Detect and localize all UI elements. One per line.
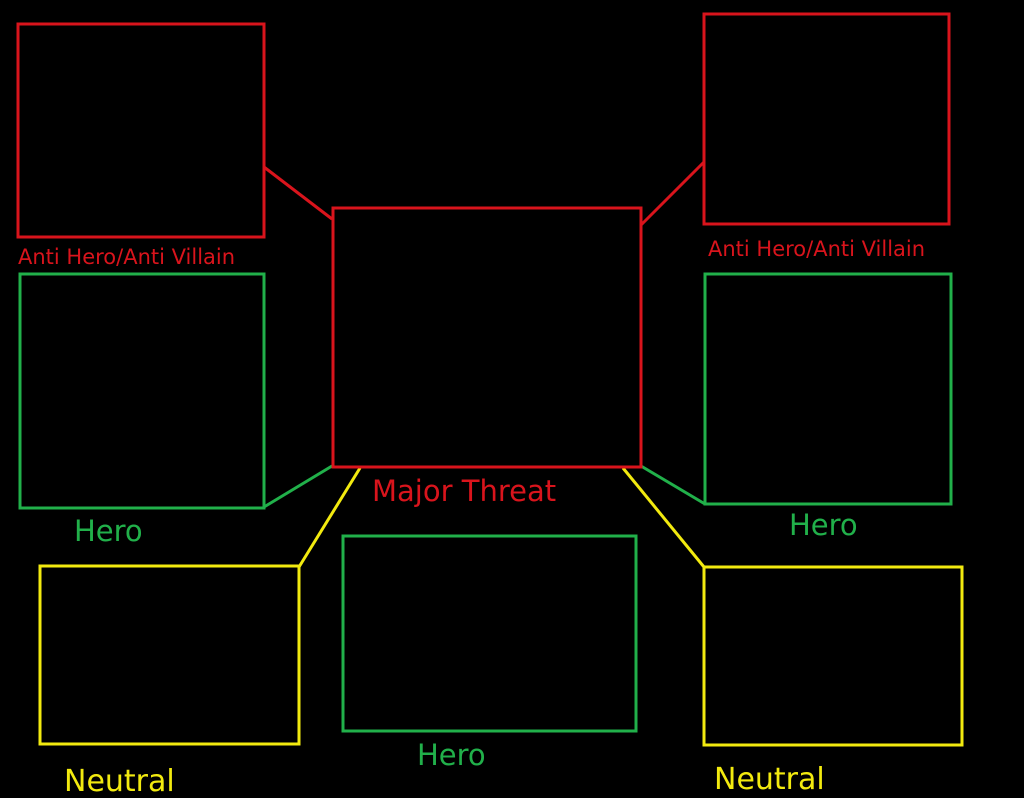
hero-label-left: Hero <box>74 514 143 548</box>
neutral-box-right <box>702 565 964 747</box>
neutral-box-left <box>38 564 301 746</box>
anti-hero-villain-label-right: Anti Hero/Anti Villain <box>708 237 925 261</box>
connector-anti-left <box>263 165 333 221</box>
hero-box-bottom <box>341 534 638 733</box>
anti-hero-villain-label-left: Anti Hero/Anti Villain <box>18 245 235 269</box>
hero-label-bottom: Hero <box>417 738 486 772</box>
major-threat-box <box>331 206 643 469</box>
connector-hero-left <box>263 464 333 509</box>
connector-hero-right <box>640 464 706 506</box>
major-threat-label: Major Threat <box>372 474 556 508</box>
neutral-label-left: Neutral <box>64 764 175 798</box>
neutral-label-right: Neutral <box>714 762 825 797</box>
hero-label-right: Hero <box>789 508 858 542</box>
anti-hero-villain-box-right <box>702 12 951 226</box>
hero-box-right <box>703 272 953 506</box>
hero-box-left <box>18 272 266 510</box>
anti-hero-villain-box-left <box>16 22 266 239</box>
connector-neutral-left <box>297 467 362 568</box>
connector-neutral-right <box>621 467 706 568</box>
connector-anti-right <box>639 160 706 227</box>
